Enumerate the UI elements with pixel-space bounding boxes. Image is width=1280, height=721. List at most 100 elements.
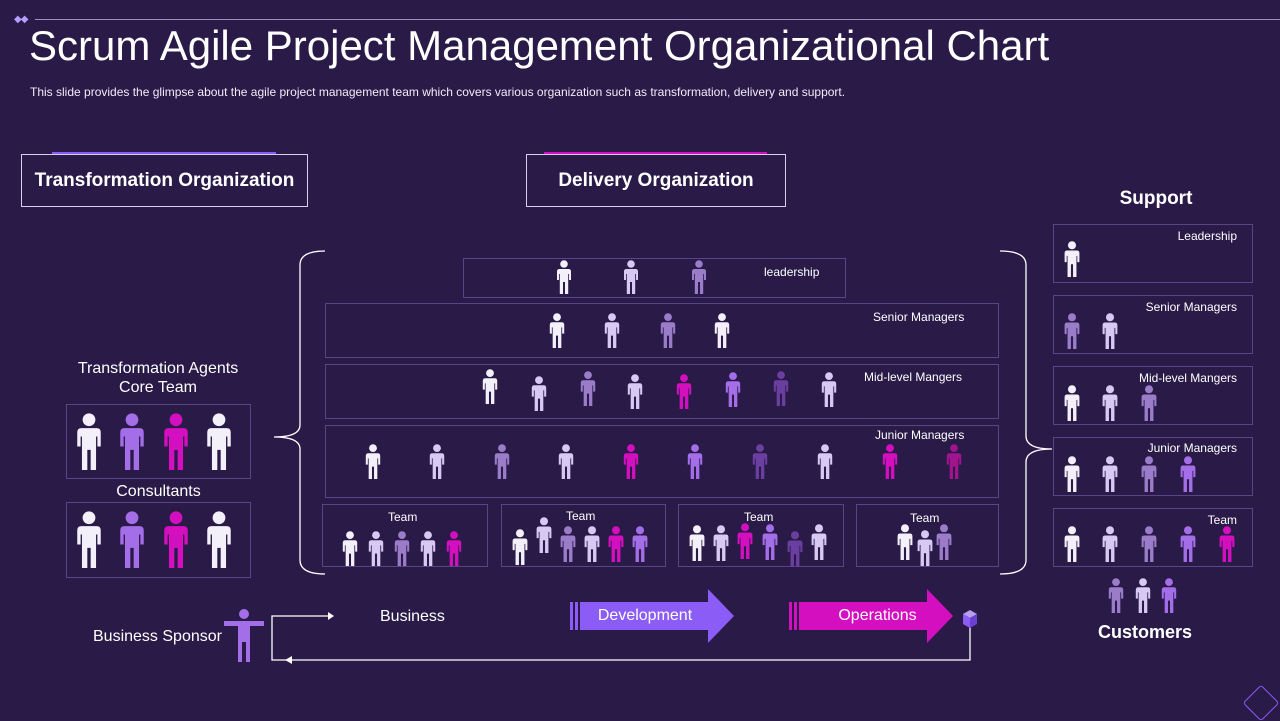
junior-manager-icon (558, 444, 574, 479)
delivery-junior-label: Junior Managers (875, 428, 965, 442)
team-member-icon (787, 531, 803, 567)
support-senior-icon (1102, 313, 1118, 349)
delivery-org-header: Delivery Organization (526, 154, 786, 207)
team-member-icon (632, 526, 648, 562)
team-member-icon (394, 531, 410, 566)
transformation-org-header: Transformation Organization (21, 154, 308, 207)
support-leadership-icon (1064, 241, 1080, 277)
team-label-4: Team (910, 511, 940, 525)
customer-icon (1135, 578, 1151, 613)
mid-manager-icon (531, 376, 547, 411)
senior-manager-icon (549, 313, 565, 348)
page-title: Scrum Agile Project Management Organizat… (29, 22, 1050, 69)
team-member-icon (689, 525, 705, 561)
mid-manager-icon (773, 371, 789, 406)
business-sponsor-icon (224, 609, 264, 662)
mid-manager-icon (482, 369, 498, 404)
agents-label-line2: Core Team (119, 379, 197, 396)
junior-manager-icon (882, 444, 898, 479)
senior-manager-icon (604, 313, 620, 348)
operations-label: Operations (838, 607, 917, 624)
mid-manager-icon (627, 374, 643, 409)
mid-manager-icon (821, 372, 837, 407)
support-header: Support (1119, 188, 1193, 209)
delivery-mid-row (325, 364, 999, 419)
support-team-icon (1219, 526, 1235, 562)
mid-manager-icon (580, 371, 596, 406)
page-subtitle: This slide provides the glimpse about th… (30, 85, 846, 99)
junior-manager-icon (494, 444, 510, 479)
agents-label-line1: Transformation Agents (77, 360, 239, 377)
junior-manager-icon (752, 444, 768, 479)
operations-arrow (789, 589, 953, 643)
mid-manager-icon (676, 374, 692, 409)
senior-manager-icon (714, 313, 730, 348)
core-team-person-icon (164, 413, 188, 470)
core-team-person-icon (207, 413, 231, 470)
consultants-box (66, 502, 251, 578)
consultant-person-icon (120, 511, 144, 568)
support-junior-icon (1141, 456, 1157, 492)
team-box-1 (322, 504, 488, 567)
leadership-person-icon (557, 260, 571, 294)
core-team-person-icon (120, 413, 144, 470)
team-member-icon (737, 523, 753, 559)
senior-manager-icon (660, 313, 676, 348)
team-member-icon (713, 525, 729, 561)
team-member-icon (762, 524, 778, 560)
support-mid-icon (1141, 385, 1157, 421)
customer-icon (1161, 578, 1177, 613)
team-member-icon (342, 531, 358, 566)
delivery-leadership-label: leadership (764, 265, 820, 279)
team-member-icon (584, 526, 600, 562)
team-member-icon (608, 526, 624, 562)
support-senior-icon (1064, 313, 1080, 349)
team-member-icon (368, 531, 384, 566)
support-team-icon (1102, 526, 1118, 562)
support-mid-label: Mid-level Mangers (1138, 371, 1237, 385)
delivery-senior-row (325, 303, 999, 358)
support-mid-icon (1102, 385, 1118, 421)
delivery-mid-label: Mid-level Mangers (864, 370, 963, 384)
top-divider (35, 19, 1280, 20)
team-member-icon (917, 530, 933, 566)
leadership-person-icon (692, 260, 706, 294)
consultant-person-icon (77, 511, 101, 568)
team-box-3 (678, 504, 844, 567)
team-member-icon (560, 526, 576, 562)
junior-manager-icon (429, 444, 445, 479)
business-label: Business (380, 608, 445, 625)
team-member-icon (512, 529, 528, 565)
consultant-person-icon (207, 511, 231, 568)
delivery-leadership-row (463, 258, 846, 298)
team-member-icon (536, 517, 552, 553)
team-box-2 (501, 504, 666, 567)
team-member-icon (811, 524, 827, 560)
transformation-agents-label: Transformation Agents Core Team (60, 359, 256, 397)
team-box-4 (856, 504, 999, 567)
customer-icon (1108, 578, 1124, 613)
development-arrow (570, 589, 734, 643)
team-member-icon (446, 531, 462, 566)
customers-label: Customers (1097, 622, 1193, 642)
mid-manager-icon (725, 372, 741, 407)
support-team-icon (1180, 526, 1196, 562)
cube-icon (963, 610, 977, 628)
core-team-box (66, 404, 251, 479)
support-junior-row (1053, 437, 1253, 496)
support-junior-icon (1102, 456, 1118, 492)
transformation-header-accent (52, 152, 276, 155)
delivery-header-accent (544, 152, 767, 155)
support-mid-icon (1064, 385, 1080, 421)
support-senior-label: Senior Managers (1145, 300, 1237, 314)
core-team-person-icon (77, 413, 101, 470)
leadership-person-icon (624, 260, 638, 294)
support-team-label: Team (1207, 513, 1237, 527)
support-senior-row (1053, 295, 1253, 354)
junior-manager-icon (623, 444, 639, 479)
team-label-1: Team (388, 510, 418, 524)
support-junior-icon (1180, 456, 1196, 492)
development-label: Development (597, 607, 693, 624)
support-junior-label: Junior Managers (1147, 441, 1237, 455)
